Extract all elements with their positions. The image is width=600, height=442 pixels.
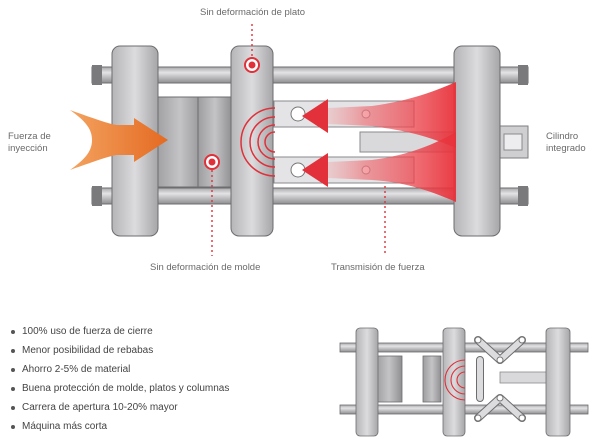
pressure-arcs-icon (240, 107, 276, 177)
force-fan-upper (302, 82, 456, 148)
mold-moving-half (197, 96, 233, 188)
label-sin-deformacion-plato: Sin deformación de plato (200, 7, 306, 18)
label-fuerza-inyeccion: Fuerza de inyección (8, 131, 51, 154)
benefit-item: Máquina más corta (10, 417, 229, 436)
benefit-item: Ahorro 2-5% de material (10, 360, 229, 379)
benefit-item: Carrera de apertura 10-20% mayor (10, 398, 229, 417)
label-transmision-fuerza: Transmisión de fuerza (331, 262, 425, 273)
injection-force-arrow (70, 110, 168, 170)
mini-toggle-diagram (339, 327, 589, 437)
force-fan-lower (302, 132, 456, 202)
platen-rear (453, 45, 501, 237)
label-cilindro-integrado: Cilindro integrado (546, 131, 586, 154)
benefit-item: Menor posibilidad de rebabas (10, 341, 229, 360)
benefit-item: 100% uso de fuerza de cierre (10, 322, 229, 341)
benefit-item: Buena protección de molde, platos y colu… (10, 379, 229, 398)
label-sin-deformacion-molde: Sin deformación de molde (150, 262, 261, 273)
benefits-list: 100% uso de fuerza de cierre Menor posib… (10, 322, 229, 436)
platen-moving (230, 45, 274, 237)
